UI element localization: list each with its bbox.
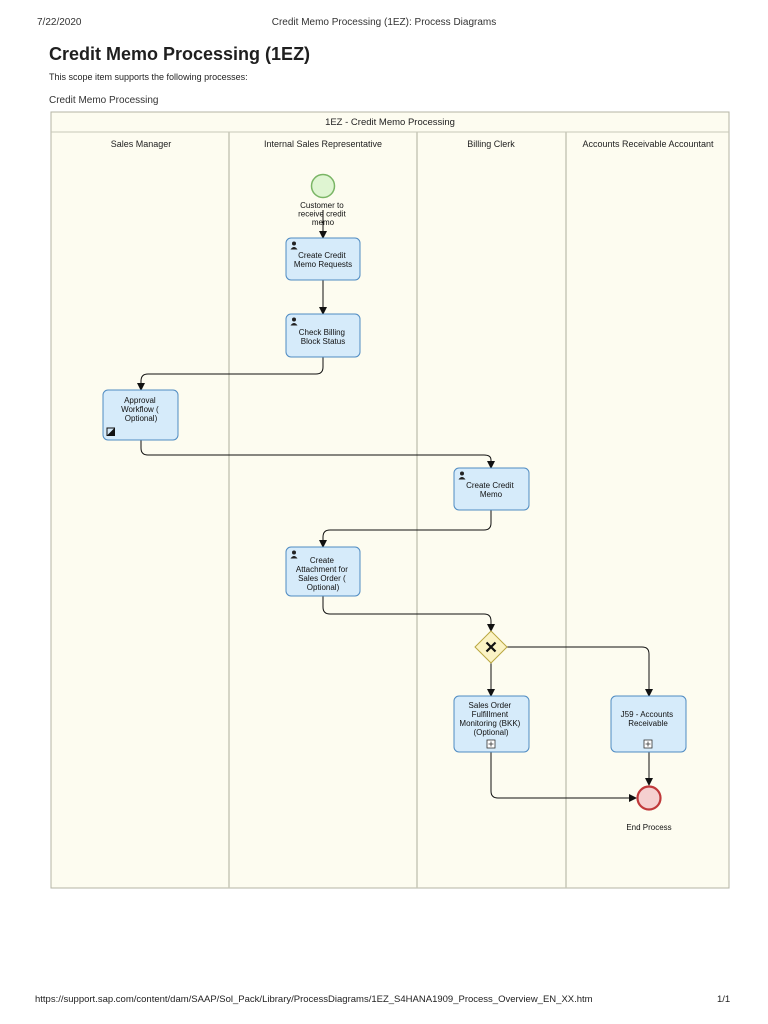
exclusive-gateway: [474, 630, 508, 664]
svg-text:Sales Order Fulfillment: Sales Order Fulfillment Monitoring (BKK)…: [459, 701, 522, 737]
intro-text: This scope item supports the following p…: [49, 72, 248, 82]
user-icon: [290, 317, 298, 326]
task-check-billing-block-status[interactable]: Check Billing Block Status: [285, 313, 361, 358]
task-sales-order-fulfillment-monitoring[interactable]: Sales Order Fulfillment Monitoring (BKK)…: [453, 695, 530, 753]
page-number: 1/1: [717, 994, 731, 1005]
task-create-credit-memo-requests[interactable]: Create Credit Memo Requests: [285, 237, 361, 281]
subprocess-plus-icon: [486, 739, 496, 749]
workflow-marker-icon: [106, 427, 115, 436]
process-section-label: Credit Memo Processing: [49, 95, 159, 106]
print-date: 7/22/2020: [37, 17, 82, 28]
task-create-attachment-for-sales-order[interactable]: Create Attachment for Sales Order ( Opti…: [285, 546, 361, 597]
print-title: Credit Memo Processing (1EZ): Process Di…: [271, 17, 497, 28]
svg-text:Create Credit Memo: Create Credit Memo: [466, 481, 516, 499]
lane-internal-sales-representative: Internal Sales Representative: [264, 139, 382, 149]
svg-text:Approval Workflow (: Approval Workflow ( Optional): [121, 396, 161, 423]
svg-text:Create Credit Memo Reque: Create Credit Memo Requests: [294, 251, 352, 269]
page-title: Credit Memo Processing (1EZ): [49, 44, 311, 64]
svg-text:J59 - Accounts Receivabl: J59 - Accounts Receivable: [621, 710, 676, 728]
lane-accounts-receivable-accountant: Accounts Receivable Accountant: [582, 139, 714, 149]
task-create-credit-memo[interactable]: Create Credit Memo: [453, 467, 530, 511]
end-event-label: End Process: [626, 823, 671, 832]
pool-title: 1EZ - Credit Memo Processing: [325, 117, 455, 128]
user-icon: [290, 550, 298, 559]
user-icon: [458, 471, 466, 480]
svg-text:Customer to receive cred: Customer to receive credit memo: [298, 201, 348, 227]
svg-text:Check Billing Block Stat: Check Billing Block Status: [299, 328, 347, 346]
task-approval-workflow[interactable]: Approval Workflow ( Optional): [102, 389, 179, 441]
lane-billing-clerk: Billing Clerk: [467, 139, 515, 149]
gateway-x-icon: [485, 641, 497, 653]
pool: [50, 111, 730, 889]
subprocess-plus-icon: [643, 739, 653, 749]
end-event: End Process: [626, 785, 672, 832]
svg-text:Create Attachment for: Create Attachment for Sales Order ( Opti…: [296, 556, 350, 592]
lane-sales-manager: Sales Manager: [111, 139, 172, 149]
start-event: Customer to receive credit memo: [298, 173, 348, 227]
source-url[interactable]: https://support.sap.com/content/dam/SAAP…: [35, 994, 593, 1005]
task-j59-accounts-receivable[interactable]: J59 - Accounts Receivable: [610, 695, 687, 753]
user-icon: [290, 241, 298, 250]
